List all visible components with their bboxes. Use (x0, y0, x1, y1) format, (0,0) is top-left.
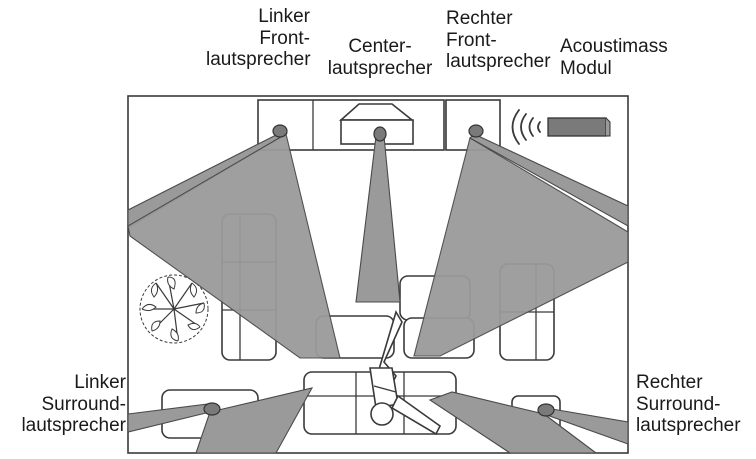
wireless-signal-icon (511, 109, 541, 145)
label-right-front-speaker: Rechter Front- lautsprecher (446, 8, 551, 72)
plant (139, 274, 209, 344)
acoustimass-module (547, 117, 611, 137)
label-acoustimass-module: Acoustimass Modul (560, 36, 668, 79)
sound-beams (127, 133, 629, 454)
right-surround-speaker (537, 403, 555, 417)
left-front-speaker (272, 124, 288, 138)
label-left-surround-speaker: Linker Surround- lautsprecher (21, 372, 126, 436)
label-right-surround-speaker: Rechter Surround- lautsprecher (636, 372, 741, 436)
label-center-speaker: Center- lautsprecher (327, 36, 433, 79)
left-surround-speaker (203, 402, 221, 416)
right-front-speaker (468, 124, 484, 138)
label-left-front-speaker: Linker Front- lautsprecher (206, 6, 311, 70)
listener-figure (369, 310, 442, 436)
center-speaker (373, 126, 387, 142)
